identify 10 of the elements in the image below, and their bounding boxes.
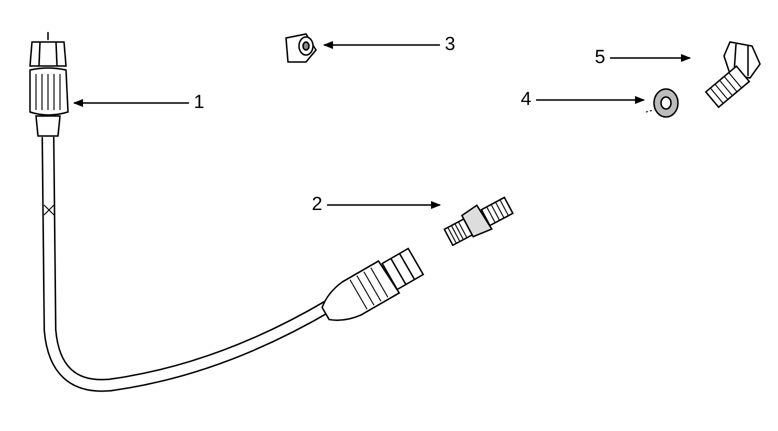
callout-number: 4 (518, 88, 534, 112)
callout-number: 1 (191, 91, 207, 115)
leader-arrow (73, 99, 189, 107)
callout-number: 3 (442, 33, 458, 57)
leader-arrow (323, 41, 440, 49)
leader-arrow (536, 96, 645, 104)
callout-number: 5 (592, 46, 608, 70)
callout-number: 2 (309, 193, 325, 217)
leader-arrow (327, 201, 441, 209)
leader-arrow (610, 54, 691, 62)
